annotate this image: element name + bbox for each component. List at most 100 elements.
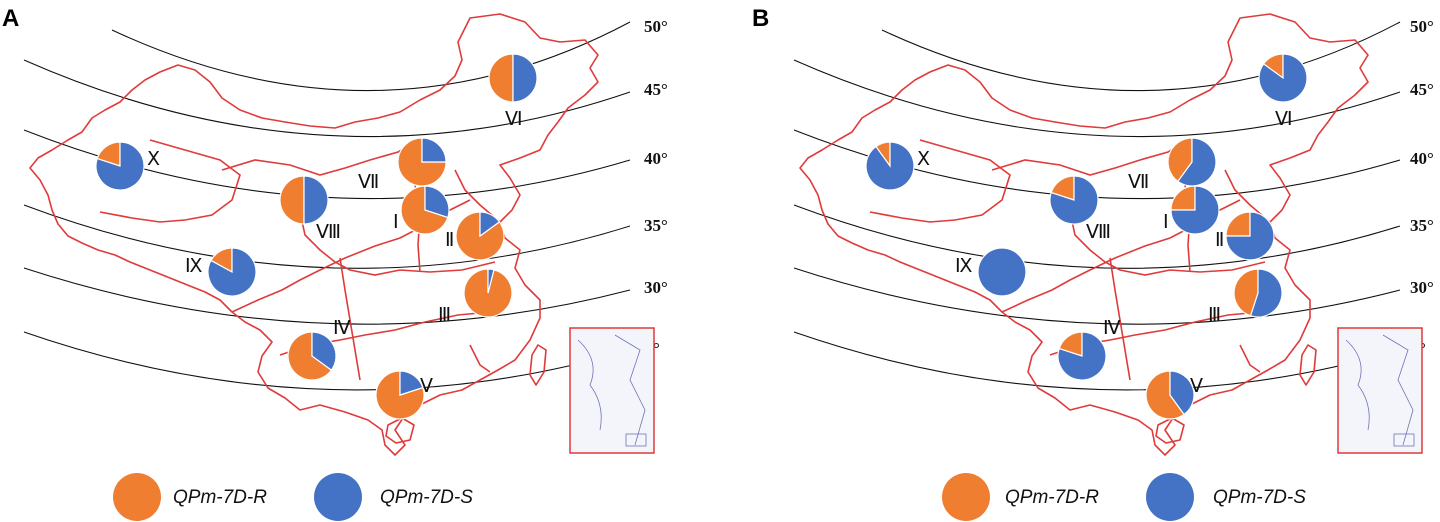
pie-slice-r	[397, 137, 447, 187]
legend-label-r: QPm-7D-R	[173, 487, 267, 508]
pie-region-III: Ⅲ	[1208, 268, 1283, 326]
pie-slice-s	[865, 141, 915, 191]
latitude-line-25	[793, 331, 1401, 391]
pie-region-VIII: Ⅷ	[1049, 175, 1111, 243]
pie-region-VIII: Ⅷ	[279, 175, 341, 243]
region-label-III: Ⅲ	[1208, 305, 1221, 326]
map-inset	[1337, 327, 1423, 454]
pie-region-I: Ⅰ	[1163, 185, 1220, 235]
latitude-label-50: 50°	[644, 17, 668, 36]
region-label-IX: Ⅸ	[955, 256, 972, 277]
pie-region-II: Ⅱ	[1215, 211, 1275, 261]
pie-slice-r	[279, 175, 305, 225]
pie-slice-r	[1170, 185, 1196, 211]
pie-region-III: Ⅲ	[438, 268, 513, 326]
pie-region-VII: Ⅶ	[358, 137, 447, 193]
inset-coastline	[577, 339, 602, 431]
pie-region-IX: Ⅸ	[185, 247, 257, 297]
province-border	[1239, 344, 1261, 373]
pie-slice-s	[1049, 175, 1099, 225]
province-border	[469, 344, 491, 373]
latitude-line-25	[23, 331, 631, 391]
pie-slice-r	[1145, 370, 1185, 420]
legend-label-r: QPm-7D-R	[1005, 487, 1099, 508]
panel-a: A 50° 45° 40° 35° 30° 25°	[2, 5, 668, 521]
region-pies: Ⅵ Ⅹ Ⅶ Ⅷ Ⅰ	[95, 53, 538, 420]
pie-region-VII: Ⅶ	[1128, 137, 1217, 193]
region-label-VI: Ⅵ	[505, 109, 523, 130]
region-label-VII: Ⅶ	[1128, 172, 1149, 193]
region-label-III: Ⅲ	[438, 305, 451, 326]
province-border	[339, 257, 361, 381]
latitude-line-35	[793, 204, 1401, 269]
region-label-VIII: Ⅷ	[1086, 222, 1111, 243]
province-border	[299, 211, 496, 276]
region-label-VII: Ⅶ	[358, 172, 379, 193]
latitude-line-30	[23, 267, 631, 325]
country-outline	[29, 13, 599, 456]
pie-slice-s	[1249, 268, 1283, 318]
pie-slice-s	[207, 247, 257, 297]
region-label-IV: Ⅳ	[1103, 318, 1121, 339]
pie-slice-r	[287, 331, 333, 381]
latitude-line-35	[23, 204, 631, 269]
panel-letter: A	[2, 5, 19, 32]
country-outline	[799, 13, 1369, 456]
region-label-X: Ⅹ	[917, 149, 930, 170]
latitude-label-45: 45°	[1410, 80, 1434, 99]
pie-region-IV: Ⅳ	[287, 318, 351, 381]
pie-slice-s	[95, 141, 145, 191]
pie-region-V: Ⅴ	[375, 370, 433, 420]
south-china-sea-inset	[569, 327, 655, 454]
taiwan-island	[529, 344, 547, 386]
pie-slice-r	[1167, 137, 1193, 183]
latitude-label-45: 45°	[644, 80, 668, 99]
legend-swatch-s	[314, 473, 362, 521]
latitude-line-45	[23, 59, 631, 138]
legend-label-s: QPm-7D-S	[380, 487, 473, 508]
south-china-sea-inset	[1337, 327, 1423, 454]
latitude-label-30: 30°	[1410, 278, 1434, 297]
province-border	[99, 139, 241, 223]
pie-slice-s	[479, 211, 501, 238]
pie-slice-s	[1177, 137, 1217, 187]
pie-slice-s	[1225, 211, 1275, 261]
pie-region-IX: Ⅸ	[955, 247, 1027, 297]
latitude-label-50: 50°	[1410, 17, 1434, 36]
pie-slice-s	[487, 268, 495, 294]
map-inset	[569, 327, 655, 454]
province-border	[1109, 257, 1131, 381]
latitude-label-35: 35°	[1410, 216, 1434, 235]
panel-b: B 50° 45° 40° 35° 30° 25°	[752, 5, 1434, 521]
latitude-labels: 50° 45° 40° 35° 30° 25°	[1402, 17, 1434, 358]
legend-swatch-r	[113, 473, 161, 521]
legend-swatch-r	[942, 473, 990, 521]
pie-region-X: Ⅹ	[865, 141, 930, 191]
pie-region-V: Ⅴ	[1145, 370, 1203, 420]
pie-slice-s	[1258, 53, 1308, 103]
pie-slice-r	[1233, 268, 1259, 317]
region-label-II: Ⅱ	[445, 230, 454, 251]
latitude-labels: 50° 45° 40° 35° 30° 25°	[636, 17, 668, 358]
region-label-V: Ⅴ	[1190, 376, 1203, 397]
region-pies: Ⅵ Ⅹ Ⅶ Ⅷ Ⅰ	[865, 53, 1308, 420]
region-label-I: Ⅰ	[1163, 212, 1169, 233]
inset-label-box	[625, 433, 647, 447]
region-label-X: Ⅹ	[147, 149, 160, 170]
pie-region-VI: Ⅵ	[488, 53, 538, 130]
panel-letter: B	[752, 5, 769, 32]
taiwan-island	[1299, 344, 1317, 386]
latitude-label-35: 35°	[644, 216, 668, 235]
region-label-II: Ⅱ	[1215, 230, 1224, 251]
pie-region-II: Ⅱ	[445, 211, 505, 261]
pie-slice-s	[1169, 370, 1195, 416]
region-label-VIII: Ⅷ	[316, 222, 341, 243]
pie-slice-r	[375, 370, 425, 420]
region-label-V: Ⅴ	[420, 376, 433, 397]
province-border	[221, 137, 421, 176]
latitude-line-50	[881, 21, 1401, 92]
pie-slice-s	[1057, 331, 1107, 381]
inset-coastline	[1382, 334, 1414, 446]
inset-label-box	[1393, 433, 1415, 447]
